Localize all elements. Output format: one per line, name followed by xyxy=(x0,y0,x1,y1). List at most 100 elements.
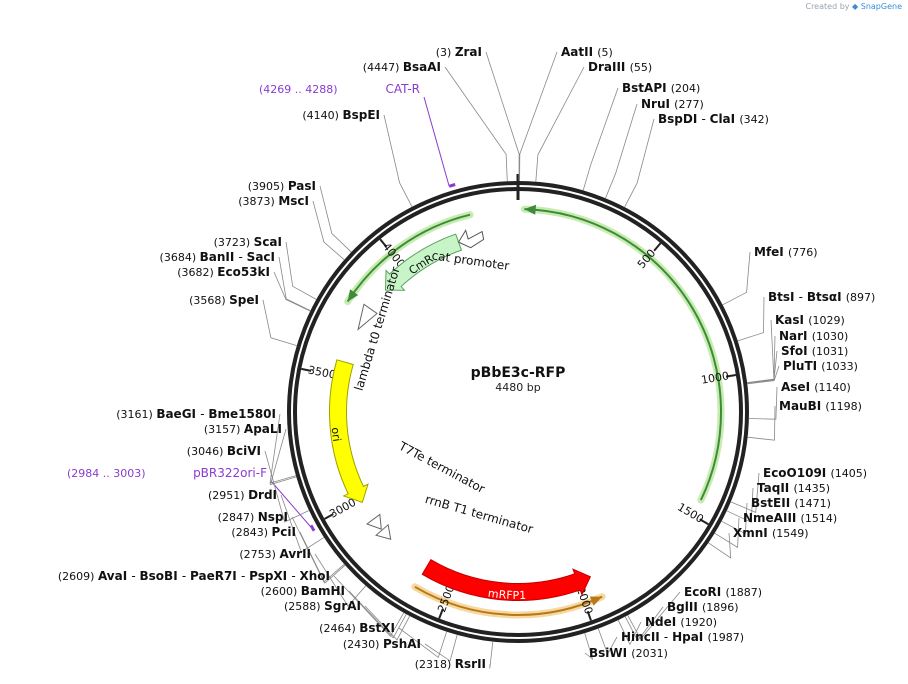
enzyme-position: (2753) xyxy=(239,548,279,561)
tick-mark xyxy=(301,367,312,372)
enzyme-leader xyxy=(624,118,655,208)
enzyme-position: (3723) xyxy=(214,236,254,249)
enzyme-label: (4447) BsaAI xyxy=(363,60,441,74)
enzyme-position: (4140) xyxy=(302,109,342,122)
enzyme-position: (1435) xyxy=(793,482,830,495)
enzyme-position: (3905) xyxy=(248,180,288,193)
enzyme-leader xyxy=(597,628,618,655)
enzyme-label: XmnI (1549) xyxy=(733,526,809,540)
enzyme-leader xyxy=(624,606,664,642)
feature-label-text: ori xyxy=(329,427,344,443)
credit: Created by ◆ SnapGene xyxy=(805,2,902,11)
enzyme-label: (2600) BamHI xyxy=(261,584,345,598)
feature-label-ori: ori xyxy=(329,427,344,443)
enzyme-name: AvrII xyxy=(279,547,311,561)
enzyme-position: (2951) xyxy=(208,489,248,502)
enzyme-leader xyxy=(730,472,760,513)
tick-mark xyxy=(653,242,662,252)
enzyme-name: BsaAI xyxy=(403,60,441,74)
enzyme-leader xyxy=(280,494,325,553)
orf-arrowhead xyxy=(589,596,603,606)
enzyme-separator: - xyxy=(701,112,709,126)
enzyme-leader xyxy=(273,271,311,312)
enzyme-label: (2609) AvaI - BsoBI - PaeR7I - PspXI - X… xyxy=(58,569,330,583)
enzyme-name: EcoO109I xyxy=(763,466,830,480)
enzyme-leader xyxy=(708,532,732,559)
feature-label-mrfp1: mRFP1 xyxy=(487,587,526,602)
enzyme-position: (2031) xyxy=(631,647,668,660)
enzyme-label: BstAPI (204) xyxy=(622,81,700,95)
primer-range: (4269 .. 4288) xyxy=(259,83,338,96)
enzyme-position: (1198) xyxy=(825,400,862,413)
plasmid-name: pBbE3c-RFP xyxy=(471,365,566,381)
enzyme-leader xyxy=(264,450,310,523)
enzyme-name: MscI xyxy=(278,194,309,208)
enzyme-leader xyxy=(269,413,297,484)
enzyme-name: BtsI xyxy=(768,290,799,304)
enzyme-name: BaeGI xyxy=(156,407,200,421)
enzyme-leader xyxy=(747,365,780,385)
feature-cat-promoter xyxy=(457,229,485,249)
enzyme-position: (897) xyxy=(846,291,876,304)
enzyme-name: BspEI xyxy=(342,108,380,122)
enzyme-separator: - xyxy=(664,630,672,644)
enzyme-separator: - xyxy=(799,290,807,304)
enzyme-separator: - xyxy=(131,569,139,583)
enzyme-label: (2847) NspI xyxy=(218,510,288,524)
enzyme-label: (3) ZraI xyxy=(436,45,482,59)
enzyme-position: (55) xyxy=(630,61,653,74)
enzyme-leader xyxy=(398,627,447,659)
enzyme-leader xyxy=(262,299,297,346)
enzyme-position: (1029) xyxy=(808,314,845,327)
enzyme-leader xyxy=(383,114,413,207)
tick-label: 1000 xyxy=(700,369,730,386)
orf-line xyxy=(524,208,723,501)
enzyme-label: (2464) BstXI xyxy=(319,621,395,635)
enzyme-position: (776) xyxy=(788,246,818,259)
enzyme-label: (2951) DrdI xyxy=(208,488,277,502)
enzyme-position: (5) xyxy=(597,46,613,59)
enzyme-leader xyxy=(269,428,297,486)
enzyme-name: SacI xyxy=(247,250,275,264)
enzyme-leader xyxy=(627,591,681,640)
enzyme-position: (2318) xyxy=(415,658,455,671)
enzyme-leader xyxy=(485,51,520,182)
enzyme-label: (3046) BciVI xyxy=(187,444,261,458)
enzyme-leader xyxy=(535,66,585,182)
enzyme-position: (1987) xyxy=(707,631,744,644)
primer-layer: (4269 .. 4288)CAT-R(2984 .. 3003)pBR322o… xyxy=(67,82,456,532)
enzyme-label: (3723) ScaI xyxy=(214,235,282,249)
enzyme-name: BtsαI xyxy=(807,290,846,304)
enzyme-label: (3157) ApaLI xyxy=(204,422,282,436)
tick-mark xyxy=(725,373,737,378)
enzyme-label: NarI (1030) xyxy=(779,329,848,343)
orf-arrowhead xyxy=(347,289,359,302)
enzyme-position: (2430) xyxy=(343,638,383,651)
enzyme-label: EcoRI (1887) xyxy=(684,585,762,599)
enzyme-leader xyxy=(747,335,776,384)
enzyme-name: TaqII xyxy=(757,481,793,495)
enzyme-position: (3568) xyxy=(189,294,229,307)
enzyme-leader xyxy=(747,319,775,383)
enzyme-leader xyxy=(714,517,740,549)
enzyme-name: PspXI xyxy=(249,569,291,583)
enzyme-leader xyxy=(582,87,619,191)
enzyme-label: HincII - HpaI (1987) xyxy=(621,630,744,644)
orf-line xyxy=(414,585,603,616)
enzyme-label: KasI (1029) xyxy=(775,313,845,327)
enzyme-name: XmnI xyxy=(733,526,772,540)
enzyme-name: RsrII xyxy=(455,657,486,671)
primer-range: (2984 .. 3003) xyxy=(67,467,146,480)
enzyme-label: PluTI (1033) xyxy=(783,359,858,373)
enzyme-separator: - xyxy=(182,569,190,583)
enzyme-name: BstXI xyxy=(359,621,395,635)
enzyme-position: (3161) xyxy=(116,408,156,421)
primer-pbr322ori-f xyxy=(309,524,316,532)
tick-mark xyxy=(379,238,388,248)
enzyme-position: (277) xyxy=(674,98,704,111)
enzyme-name: Bme1580I xyxy=(208,407,276,421)
enzyme-leader xyxy=(617,619,642,646)
enzyme-name: BglII xyxy=(667,600,702,614)
